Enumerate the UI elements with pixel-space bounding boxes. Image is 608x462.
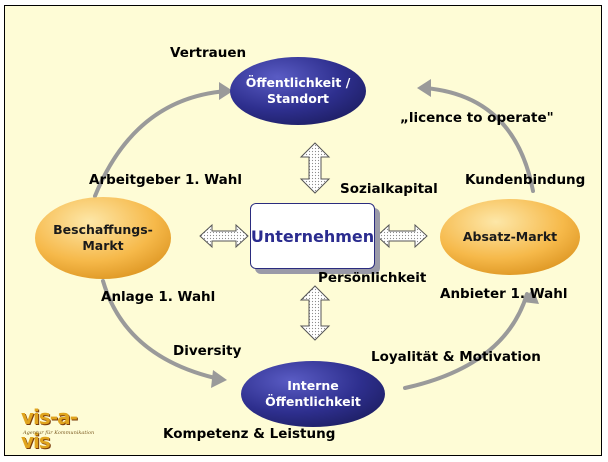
arrow-top-right [423, 86, 535, 193]
node-beschaffung-label: Beschaffungs- Markt [53, 222, 153, 253]
double-arrow-left [199, 223, 249, 249]
arrowhead-bottom-left [211, 370, 227, 388]
arrowhead-bottom-right [523, 288, 539, 304]
label-licence: „licence to operate" [400, 110, 554, 126]
oval-interne [241, 361, 385, 427]
logo-word: vis-a-vis [21, 405, 78, 453]
double-arrow-bottom [299, 285, 331, 341]
oval-beschaffung [35, 197, 171, 279]
label-anlage: Anlage 1. Wahl [101, 289, 216, 305]
label-arbeitgeber: Arbeitgeber 1. Wahl [89, 172, 242, 188]
slide: Öffentlichkeit / Standort Interne Öffent… [4, 5, 602, 456]
arrow-top-left [93, 89, 229, 198]
label-vertrauen: Vertrauen [170, 45, 247, 61]
label-diversity: Diversity [173, 343, 242, 359]
double-arrow-top [299, 142, 331, 194]
oval-oeffentlichkeit [230, 57, 366, 125]
cycle-arrows [93, 86, 535, 390]
logo-tagline: Agentur für Kommunikation [23, 430, 95, 436]
label-kompetenz: Kompetenz & Leistung [163, 426, 336, 442]
arrowhead-top-left [219, 82, 233, 100]
node-absatz-label: Absatz-Markt [462, 229, 558, 244]
label-anbieter: Anbieter 1. Wahl [440, 286, 568, 302]
label-sozialkapital: Sozialkapital [340, 181, 438, 197]
node-oeffentlichkeit-label: Öffentlichkeit / Standort [245, 75, 351, 106]
double-arrow-right [376, 223, 428, 249]
arrowhead-top-right [417, 79, 431, 97]
label-kundenbindung: Kundenbindung [465, 172, 586, 188]
center-label: Unternehmen [250, 226, 375, 246]
arrow-bottom-right [403, 292, 529, 390]
center-box: Unternehmen [250, 203, 375, 269]
label-persoenlichkeit: Persönlichkeit [318, 270, 427, 286]
label-loyalitaet: Loyalität & Motivation [371, 349, 541, 365]
arrow-bottom-left [101, 279, 217, 380]
diagram-graphics [35, 57, 580, 427]
oval-absatz [440, 199, 580, 275]
node-interne-label: Interne Öffentlichkeit [265, 378, 361, 409]
vis-a-vis-logo: vis-a-vis Agentur für Kommunikation [21, 405, 94, 453]
